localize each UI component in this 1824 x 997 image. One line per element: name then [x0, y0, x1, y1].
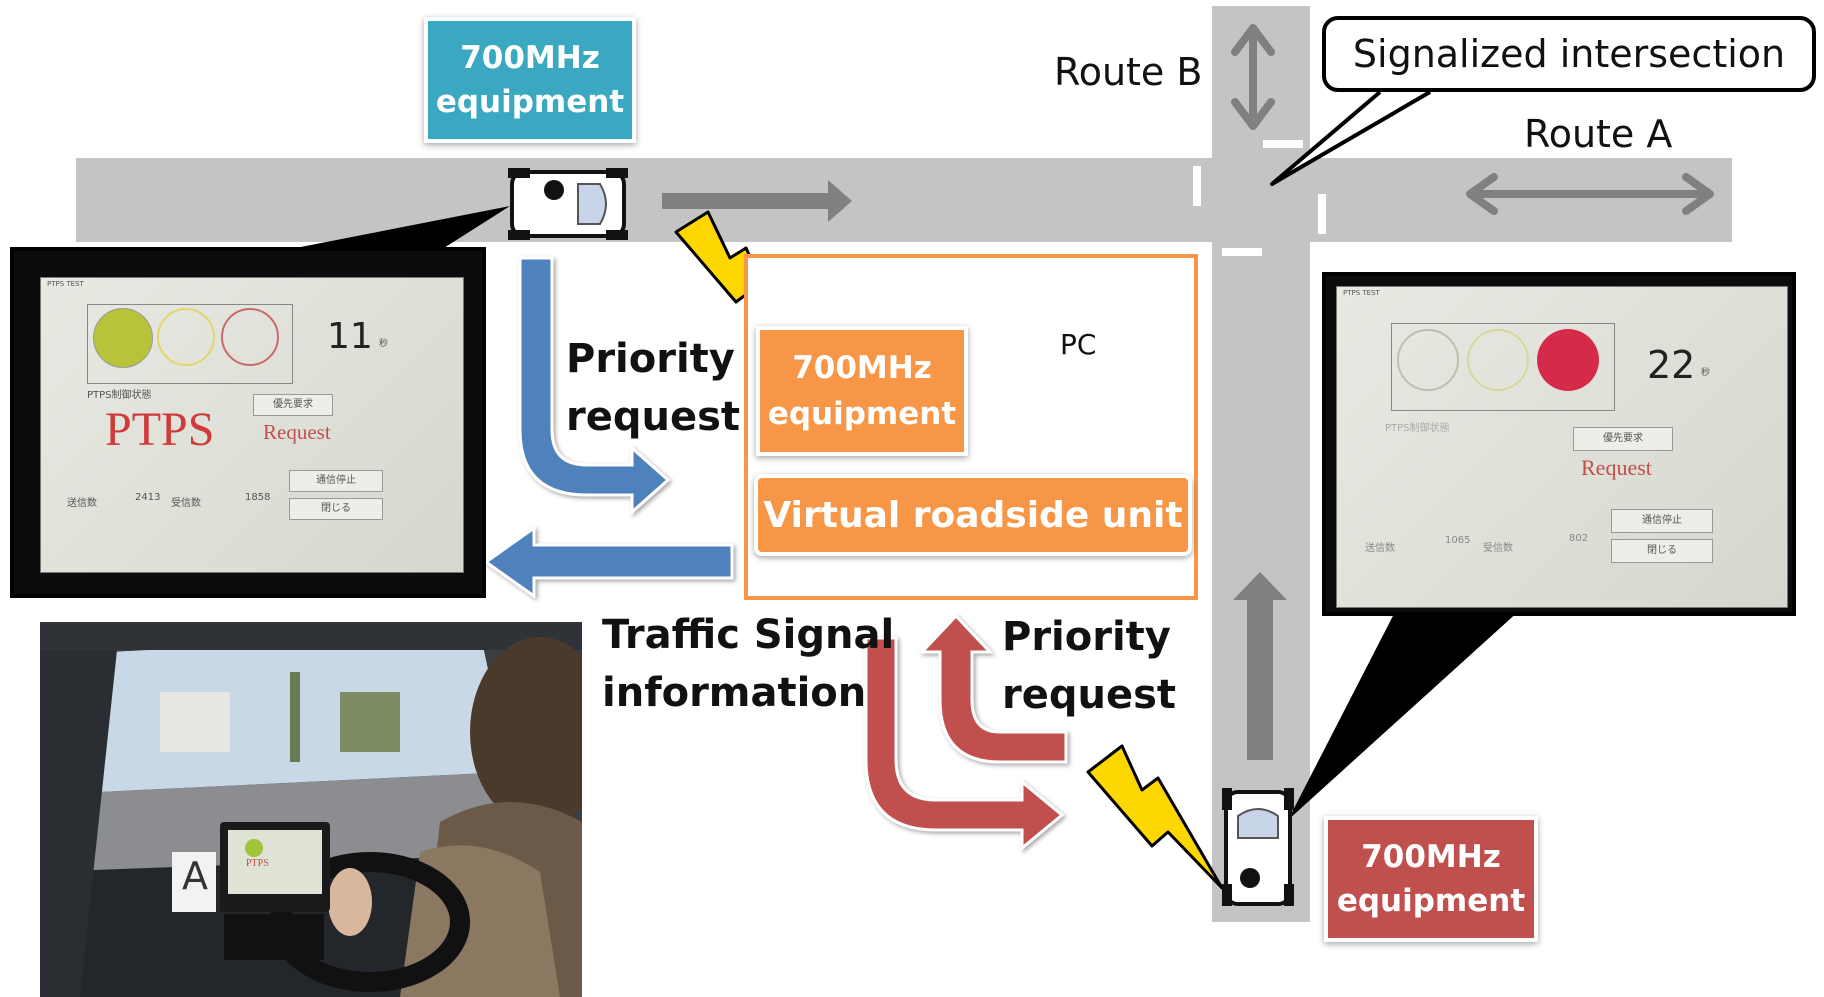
seconds-unit: 秒 [1701, 368, 1711, 378]
route-a-label: Route A [1524, 112, 1673, 156]
screen-display: PTPS TEST 11 秒 PTPS制御状態 PTPS 優先要求 Reques… [40, 277, 464, 573]
equipment-box-top: 700MHz equipment [424, 17, 636, 143]
equipment-box-bottom: 700MHz equipment [1324, 816, 1538, 942]
request-text: Request [1581, 455, 1652, 480]
traffic-signal-arrow-blue [483, 525, 734, 599]
signal-light-yellow [1467, 329, 1529, 391]
close-button[interactable]: 閉じる [1611, 539, 1713, 563]
status-label: PTPS制御状態 [1385, 423, 1450, 434]
equipment-label-line: 700MHz [460, 40, 600, 76]
road-route-a [76, 158, 1732, 242]
photo-sign-letter: A [182, 854, 208, 898]
vehicle-bottom-icon [1222, 788, 1294, 906]
status-label: PTPS制御状態 [87, 390, 152, 401]
received-count-value: 1858 [245, 492, 271, 503]
signalized-intersection-label: Signalized intersection [1352, 32, 1786, 76]
signal-light-green [93, 308, 153, 368]
countdown-value: 11 [327, 316, 373, 357]
stop-line [1318, 194, 1326, 234]
callout-pointer [270, 206, 510, 253]
screen-title: PTPS TEST [1343, 289, 1380, 297]
signal-light-red [1537, 329, 1599, 391]
screen-display: PTPS TEST 22 秒 PTPS制御状態 優先要求 Request 通信停… [1336, 286, 1788, 608]
in-car-photo: A PTPS [40, 622, 582, 997]
pc-label: PC [1060, 328, 1097, 361]
equipment-label-line: equipment [1336, 883, 1526, 919]
priority-request-label-top: Priority request [566, 330, 740, 446]
signal-light-red [221, 308, 279, 366]
received-count-label: 受信数 [171, 498, 201, 509]
label-line: request [1002, 672, 1177, 718]
stop-line [1263, 140, 1303, 148]
callout-pointer [1270, 90, 1432, 186]
vehicle-direction-arrow [1233, 572, 1287, 760]
label-line: Priority [566, 336, 735, 382]
traffic-signal-information-label: Traffic Signal information [602, 606, 894, 722]
equipment-label-line: 700MHz [792, 350, 932, 386]
priority-request-label-bottom: Priority request [1002, 608, 1176, 724]
virtual-roadside-unit-label: Virtual roadside unit [763, 494, 1183, 536]
stop-communication-button[interactable]: 通信停止 [1611, 509, 1713, 533]
callout-pointer [1288, 610, 1520, 820]
route-b-double-arrow [1231, 24, 1275, 130]
stop-communication-button[interactable]: 通信停止 [289, 470, 383, 492]
lightning-icon [1086, 744, 1224, 890]
signal-light-yellow [157, 308, 215, 366]
received-count-label: 受信数 [1483, 543, 1513, 554]
seconds-unit: 秒 [379, 339, 389, 349]
equipment-label-line: 700MHz [1361, 839, 1501, 875]
priority-button[interactable]: 優先要求 [253, 394, 333, 416]
status-value: PTPS [105, 403, 215, 456]
label-line: request [566, 394, 741, 440]
sent-count-label: 送信数 [1365, 543, 1395, 554]
virtual-roadside-unit-box: Virtual roadside unit [754, 474, 1192, 556]
sent-count-value: 1065 [1445, 535, 1471, 546]
request-text: Request [263, 420, 331, 444]
label-line: Traffic Signal [602, 612, 895, 658]
photo-device-text: PTPS [246, 858, 269, 869]
sent-count-value: 2413 [135, 492, 161, 503]
photo-scene [40, 622, 582, 997]
onboard-screen-right: PTPS TEST 22 秒 PTPS制御状態 優先要求 Request 通信停… [1322, 272, 1796, 616]
onboard-screen-left: PTPS TEST 11 秒 PTPS制御状態 PTPS 優先要求 Reques… [10, 247, 486, 598]
close-button[interactable]: 閉じる [289, 498, 383, 520]
vehicle-direction-arrow [662, 180, 852, 222]
equipment-box-center: 700MHz equipment [756, 326, 968, 456]
route-a-double-arrow [1466, 173, 1714, 215]
stop-line [1193, 166, 1201, 206]
route-b-label: Route B [1054, 50, 1203, 94]
priority-button[interactable]: 優先要求 [1573, 427, 1673, 451]
label-line: information [602, 670, 867, 716]
signal-lights-frame [1391, 323, 1615, 411]
priority-request-arrow-blue [518, 256, 671, 516]
stop-line [1222, 248, 1262, 256]
vehicle-top-icon [508, 168, 628, 240]
priority-request-arrow-red [918, 613, 1068, 764]
received-count-value: 802 [1569, 533, 1589, 544]
signal-lights-frame [87, 304, 293, 384]
signal-light-green [1397, 329, 1459, 391]
label-line: Priority [1002, 614, 1171, 660]
equipment-label-line: equipment [435, 84, 625, 120]
traffic-signal-arrow-red [864, 636, 1065, 852]
screen-title: PTPS TEST [47, 280, 84, 288]
signalized-intersection-callout: Signalized intersection [1322, 16, 1816, 92]
equipment-label-line: equipment [767, 396, 957, 432]
road-route-b [1212, 6, 1310, 922]
sent-count-label: 送信数 [67, 498, 97, 509]
countdown-value: 22 [1647, 343, 1696, 387]
